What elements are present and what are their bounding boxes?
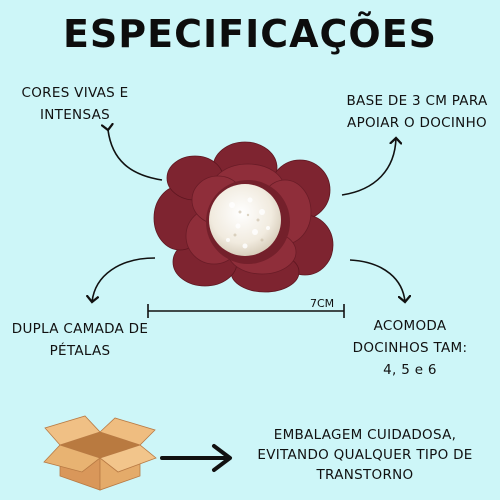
box-icon bbox=[43, 415, 157, 491]
page-title: ESPECIFICAÇÕES bbox=[62, 12, 438, 56]
measurement-line bbox=[147, 304, 345, 318]
feature-base-text: BASE DE 3 CM PARA APOIAR O DOCINHO bbox=[346, 93, 488, 131]
curved-arrow-icon bbox=[108, 130, 163, 181]
feature-double-layer-text: DUPLA CAMADA DE PÉTALAS bbox=[11, 321, 149, 359]
feature-size-text: ACOMODA DOCINHOS TAM: 4, 5 e 6 bbox=[352, 318, 468, 378]
flower-wrapper-icon bbox=[153, 141, 334, 293]
curved-arrow-icon bbox=[92, 257, 156, 302]
feature-colors-text: CORES VIVAS E INTENSAS bbox=[21, 85, 129, 123]
curved-arrow-icon bbox=[341, 138, 396, 196]
curved-arrow-icon bbox=[349, 259, 405, 302]
measurement-label: 7CM bbox=[310, 297, 335, 310]
right-arrow-icon bbox=[160, 444, 232, 472]
packaging-text: EMBALAGEM CUIDADOSA, EVITANDO QUALQUER T… bbox=[257, 427, 473, 483]
